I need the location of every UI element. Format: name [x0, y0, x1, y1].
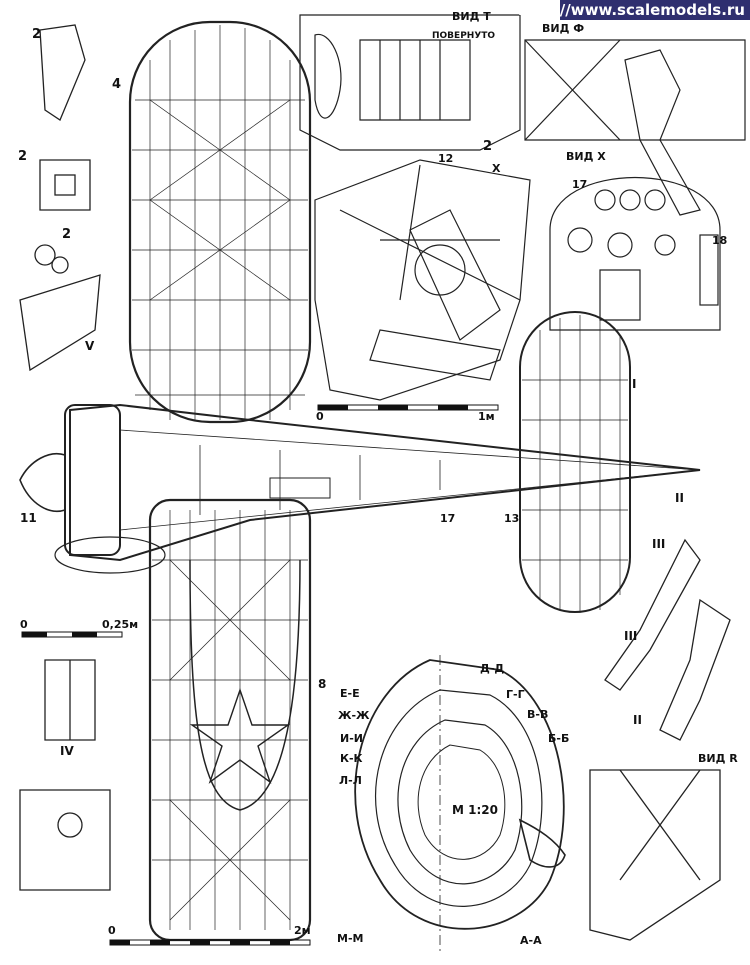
section-label: Е-Е — [340, 687, 360, 700]
detail-callout: III — [652, 537, 665, 551]
detail-callout: II — [633, 713, 642, 727]
detail-callout: III — [624, 629, 637, 643]
detail-callout: V — [85, 339, 95, 353]
view-x-instrument-panel — [549, 176, 721, 331]
scale-left-start: 0 — [20, 618, 28, 631]
section-label: Д-Д — [480, 662, 504, 675]
detail-callout: II — [675, 491, 684, 505]
view-f-label: ВИД Ф — [542, 22, 584, 35]
detail-callout: I — [632, 377, 636, 391]
detail-callout: IV — [60, 744, 74, 758]
part-number: 2 — [18, 149, 27, 164]
view-r-label: ВИД R — [698, 752, 738, 765]
section-label: А-А — [520, 934, 542, 947]
section-label: Ж-Ж — [338, 709, 370, 722]
scale-bar-left — [21, 631, 123, 638]
watermark-text: http://www.scalemodels.ru — [518, 1, 745, 19]
scale-bottom-end: 2м — [294, 924, 311, 937]
view-x-label: ВИД Х — [566, 150, 606, 163]
tailplane-plan — [519, 311, 631, 613]
star-insignia — [189, 687, 291, 784]
section-label: И-И — [340, 732, 363, 745]
view-t-sublabel: ПОВЕРНУТО — [432, 31, 495, 41]
section-label: Б-Б — [548, 732, 569, 745]
view-x-marker: X — [492, 162, 501, 175]
fuselage-plan — [19, 403, 701, 574]
part-number: 8 — [318, 677, 326, 691]
section-label: В-В — [527, 708, 548, 721]
part-number: 2 — [32, 27, 41, 42]
section-label: К-К — [340, 752, 363, 765]
part-number: 11 — [20, 511, 37, 525]
watermark-background — [560, 0, 750, 20]
gear-leg-details — [589, 538, 731, 941]
part-number: 2 — [483, 139, 492, 154]
left-detail-sketches — [19, 24, 111, 891]
section-label: М-М — [337, 932, 363, 945]
view-f-panel — [524, 39, 746, 216]
scale-bar-top — [317, 404, 499, 411]
part-number: 17 — [440, 512, 455, 525]
part-number: 13 — [504, 512, 519, 525]
part-number: 12 — [438, 152, 453, 165]
part-number: 17 — [572, 178, 587, 191]
part-number: 4 — [112, 77, 121, 92]
scale-top-start: 0 — [316, 410, 324, 423]
oil-cooler — [54, 536, 166, 574]
cockpit-structure-view — [314, 159, 531, 401]
view-t-label: ВИД Т — [452, 10, 491, 23]
propeller-spinner — [19, 453, 66, 512]
fuselage-frame-sections — [354, 655, 566, 955]
view-t-panel — [299, 14, 521, 151]
scale-top-end: 1м — [478, 410, 495, 423]
part-number: 2 — [62, 227, 71, 242]
scale-ratio: М 1:20 — [452, 803, 498, 817]
cockpit-opening — [269, 477, 331, 499]
lower-wing-plan — [148, 498, 312, 942]
scale-bottom-start: 0 — [108, 924, 116, 937]
section-label: Г-Г — [506, 688, 525, 701]
upper-wing-plan — [128, 20, 312, 424]
scale-left-end: 0,25м — [102, 618, 138, 631]
section-label: Л-Л — [339, 774, 362, 787]
part-number: 18 — [712, 234, 727, 247]
scale-bar-bottom — [109, 939, 311, 946]
